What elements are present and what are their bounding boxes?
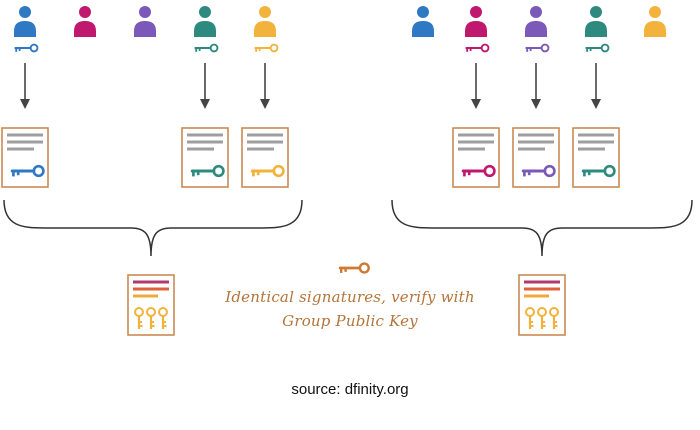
curly-bracket — [3, 199, 303, 257]
user-person-icon — [585, 6, 607, 37]
user-key-icon — [525, 43, 550, 53]
signature-share-document — [572, 127, 620, 188]
key-icon — [134, 307, 144, 329]
group-public-key-icon — [338, 262, 370, 274]
combined-signature-certificate — [127, 274, 175, 336]
signature-key-icon — [581, 164, 616, 178]
source-credit: source: dfinity.org — [291, 381, 409, 398]
user-person-icon — [134, 6, 156, 37]
signature-key-icon — [250, 164, 285, 178]
user-person-icon — [254, 6, 276, 37]
combined-signature-certificate — [518, 274, 566, 336]
user-key-icon — [194, 43, 219, 53]
key-icon — [158, 307, 168, 329]
key-icon — [549, 307, 559, 329]
user-person-icon — [74, 6, 96, 37]
user-key-icon — [14, 43, 39, 53]
user-key-icon — [254, 43, 279, 53]
key-icon — [146, 307, 156, 329]
signature-share-document — [1, 127, 49, 188]
signature-share-document — [512, 127, 560, 188]
user-key-icon — [585, 43, 610, 53]
signature-key-icon — [10, 164, 45, 178]
user-person-icon — [465, 6, 487, 37]
key-icon — [525, 307, 535, 329]
key-icon — [537, 307, 547, 329]
user-person-icon — [194, 6, 216, 37]
user-person-icon — [14, 6, 36, 37]
signature-share-document — [181, 127, 229, 188]
signature-share-document — [241, 127, 289, 188]
user-key-icon — [465, 43, 490, 53]
signature-key-icon — [461, 164, 496, 178]
signature-share-document — [452, 127, 500, 188]
user-person-icon — [525, 6, 547, 37]
signature-key-icon — [521, 164, 556, 178]
user-person-icon — [412, 6, 434, 37]
signature-key-icon — [190, 164, 225, 178]
caption-line-2: Group Public Key — [282, 312, 418, 330]
caption-line-1: Identical signatures, verify with — [225, 288, 475, 306]
curly-bracket — [391, 199, 693, 257]
user-person-icon — [644, 6, 666, 37]
